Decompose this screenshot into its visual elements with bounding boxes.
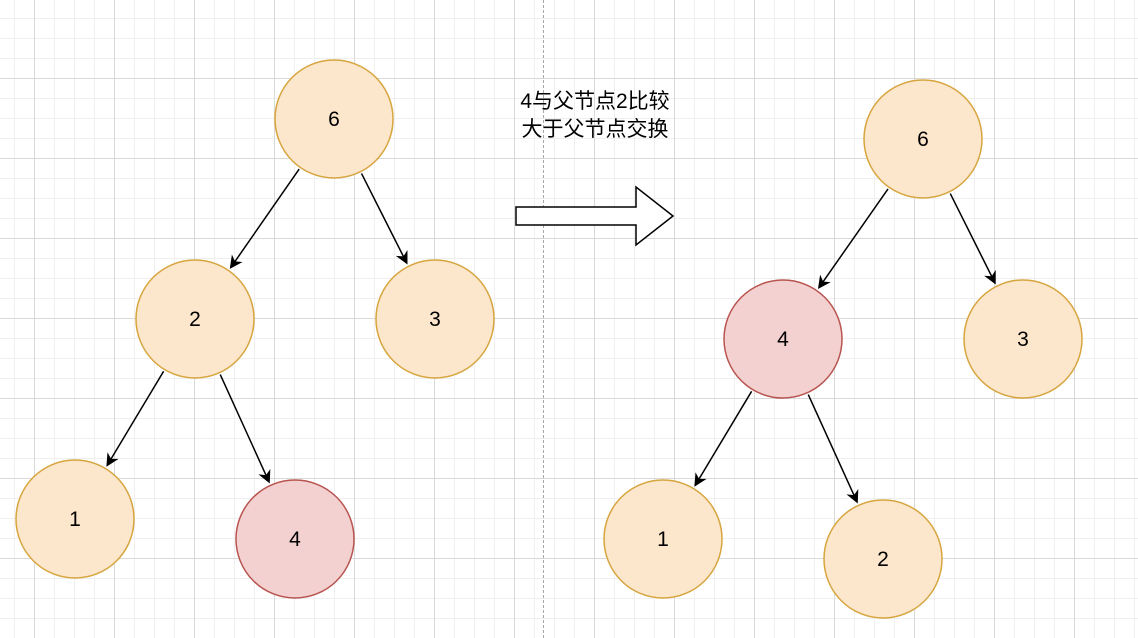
caption-line-1: 4与父节点2比较 (520, 90, 670, 113)
node-circle (274, 59, 394, 179)
edges-layer (106, 168, 996, 504)
step-caption: 4与父节点2比较 大于父节点交换 (470, 88, 720, 144)
arrowhead-icon (817, 274, 831, 290)
edge-after-m4-m1 (694, 390, 753, 487)
node-circle (603, 479, 723, 599)
node-before-4: 4 (235, 479, 355, 599)
arrowhead-icon (846, 488, 859, 504)
arrowhead-icon (106, 452, 119, 467)
node-circle (235, 479, 355, 599)
edge-before-n6-n2 (229, 168, 300, 269)
edge-after-m4-m2 (807, 394, 859, 504)
node-after-4: 4 (723, 279, 843, 399)
node-label: 4 (289, 528, 301, 551)
node-circle (863, 79, 983, 199)
node-circle (15, 459, 135, 579)
node-circle (135, 259, 255, 379)
dashed-divider (543, 0, 544, 638)
node-after-1: 1 (603, 479, 723, 599)
edge-line (807, 394, 855, 496)
node-after-2: 2 (823, 499, 943, 619)
node-before-6: 6 (274, 59, 394, 179)
node-before-1: 1 (15, 459, 135, 579)
node-label: 2 (877, 548, 889, 571)
edge-before-n6-n3 (360, 173, 408, 265)
edge-line (698, 390, 753, 480)
caption-line-2: 大于父节点交换 (521, 118, 669, 141)
edge-line (949, 193, 993, 277)
arrowhead-icon (694, 472, 707, 487)
arrowhead-icon (984, 269, 996, 285)
right-arrow-icon (515, 185, 675, 247)
edge-after-m6-m3 (949, 193, 996, 285)
node-label: 3 (429, 308, 441, 331)
node-circle (963, 279, 1083, 399)
node-label: 6 (328, 108, 340, 131)
edge-line (219, 374, 267, 476)
node-before-2: 2 (135, 259, 255, 379)
edge-before-n2-n1 (106, 370, 165, 467)
node-label: 1 (69, 508, 81, 531)
edge-line (234, 168, 300, 262)
edge-line (822, 188, 889, 283)
node-circle (375, 259, 495, 379)
node-after-3: 3 (963, 279, 1083, 399)
edge-line (110, 370, 165, 460)
node-label: 2 (189, 308, 201, 331)
node-label: 6 (917, 128, 929, 151)
edge-before-n2-n4 (219, 374, 271, 484)
arrowhead-icon (258, 468, 271, 484)
edge-line (360, 173, 405, 257)
node-before-3: 3 (375, 259, 495, 379)
arrowhead-icon (229, 254, 243, 269)
node-label: 1 (657, 528, 669, 551)
arrowhead-icon (395, 250, 408, 265)
edge-after-m6-m4 (817, 188, 889, 290)
node-label: 3 (1017, 328, 1029, 351)
node-label: 4 (777, 328, 789, 351)
node-after-6: 6 (863, 79, 983, 199)
node-circle (723, 279, 843, 399)
node-circle (823, 499, 943, 619)
nodes-layer: 6 2 3 1 4 6 4 3 1 2 (15, 59, 1083, 619)
